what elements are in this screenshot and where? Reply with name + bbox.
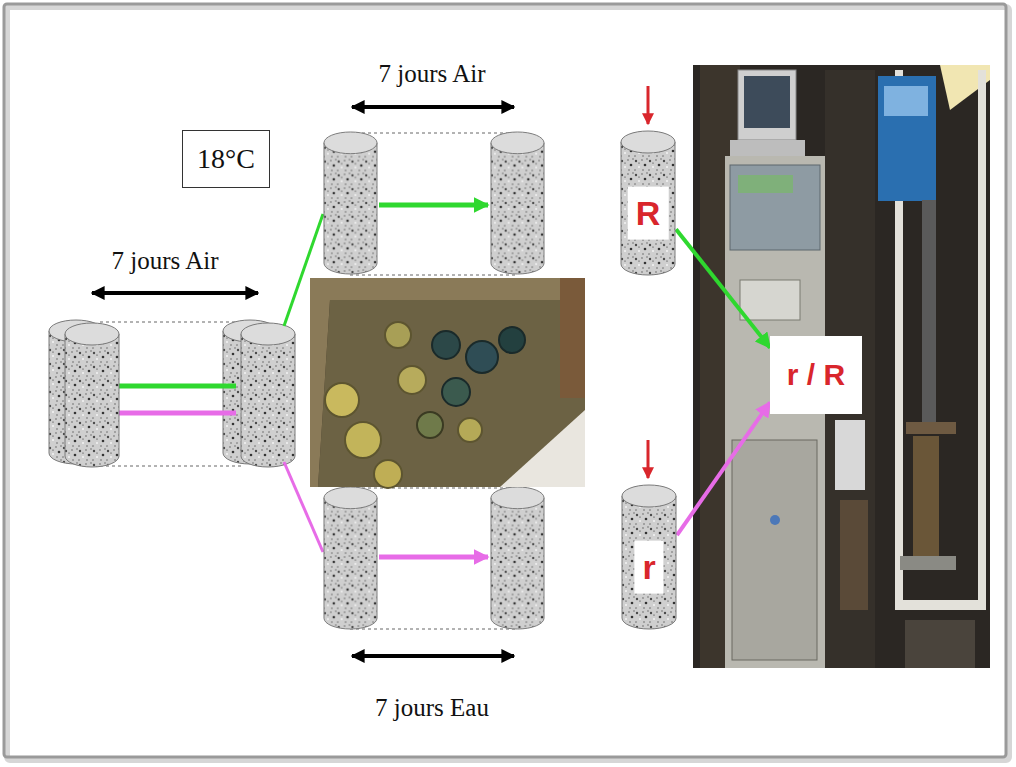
duration-label: 7 jours Air — [112, 247, 219, 275]
specimen-group — [324, 487, 544, 629]
duration-arrow — [352, 105, 514, 109]
specimen-group — [49, 320, 295, 467]
duration-arrow — [92, 291, 258, 295]
temperature-box: 18°C — [182, 130, 270, 188]
duration-label: 7 jours Air — [379, 60, 486, 88]
specimen-cylinder: r — [621, 484, 677, 630]
node-text: r — [634, 541, 663, 594]
specimen-group — [324, 132, 544, 275]
node-text: R — [628, 187, 669, 240]
frame-shadow — [7, 7, 1009, 760]
flow-arrow — [677, 402, 770, 535]
load-arrow — [647, 86, 650, 124]
frame — [4, 4, 1006, 757]
node-text: 18°C — [197, 143, 255, 175]
cylinder-shape — [621, 131, 675, 275]
duration-arrow — [352, 654, 514, 658]
load-arrow — [647, 440, 650, 478]
cylinder-shape — [622, 485, 676, 629]
press-photo — [693, 65, 990, 668]
flow-arrow — [676, 229, 770, 347]
water-tank-photo — [310, 278, 585, 488]
ratio-box: r / R — [770, 336, 862, 414]
node-text: r / R — [787, 358, 845, 392]
duration-label: 7 jours Eau — [375, 694, 489, 722]
specimen-cylinder: R — [620, 130, 676, 276]
